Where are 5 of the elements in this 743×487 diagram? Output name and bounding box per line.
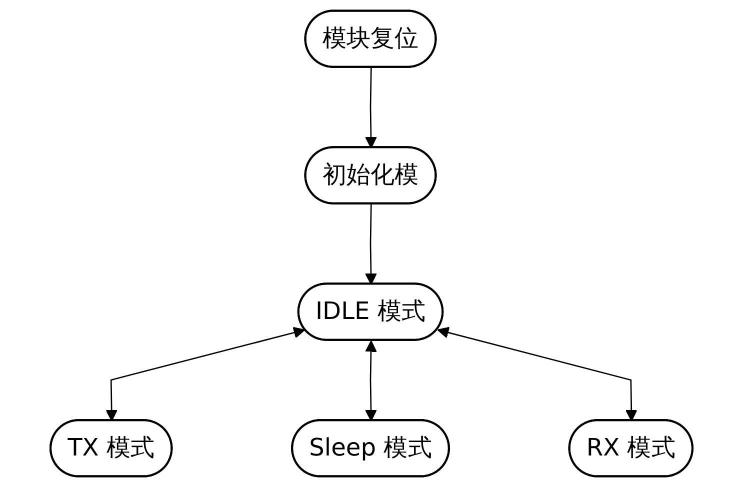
arrow (365, 68, 377, 148)
arrow (365, 204, 377, 285)
arrow (437, 326, 638, 422)
arrow (106, 326, 306, 422)
arrow (365, 340, 377, 422)
